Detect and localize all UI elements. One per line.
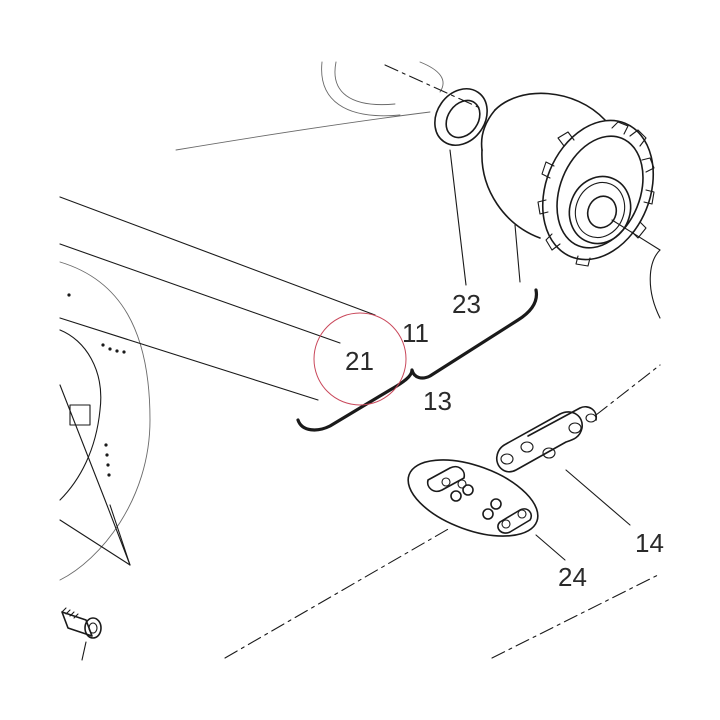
callout-21: 21 <box>345 346 374 376</box>
callout-23: 23 <box>452 289 481 319</box>
bracket-13 <box>296 288 539 432</box>
callout-14: 14 <box>635 528 664 558</box>
chain <box>495 364 661 473</box>
centerlines <box>224 527 659 659</box>
hub-assembly <box>384 64 661 319</box>
swingarm-lines <box>59 196 376 401</box>
callout-13: 13 <box>423 386 452 416</box>
highlight-circle <box>313 312 407 406</box>
callout-11: 11 <box>402 318 429 348</box>
callout-24: 24 <box>558 562 587 592</box>
seal-ring <box>434 88 488 146</box>
background-outline <box>59 61 444 581</box>
swingarm-plate <box>59 293 131 566</box>
leader-lines <box>449 149 631 561</box>
master-link-kit <box>407 459 539 537</box>
callout-labels: 11 21 13 23 14 24 <box>345 289 664 592</box>
bolt <box>61 607 102 661</box>
